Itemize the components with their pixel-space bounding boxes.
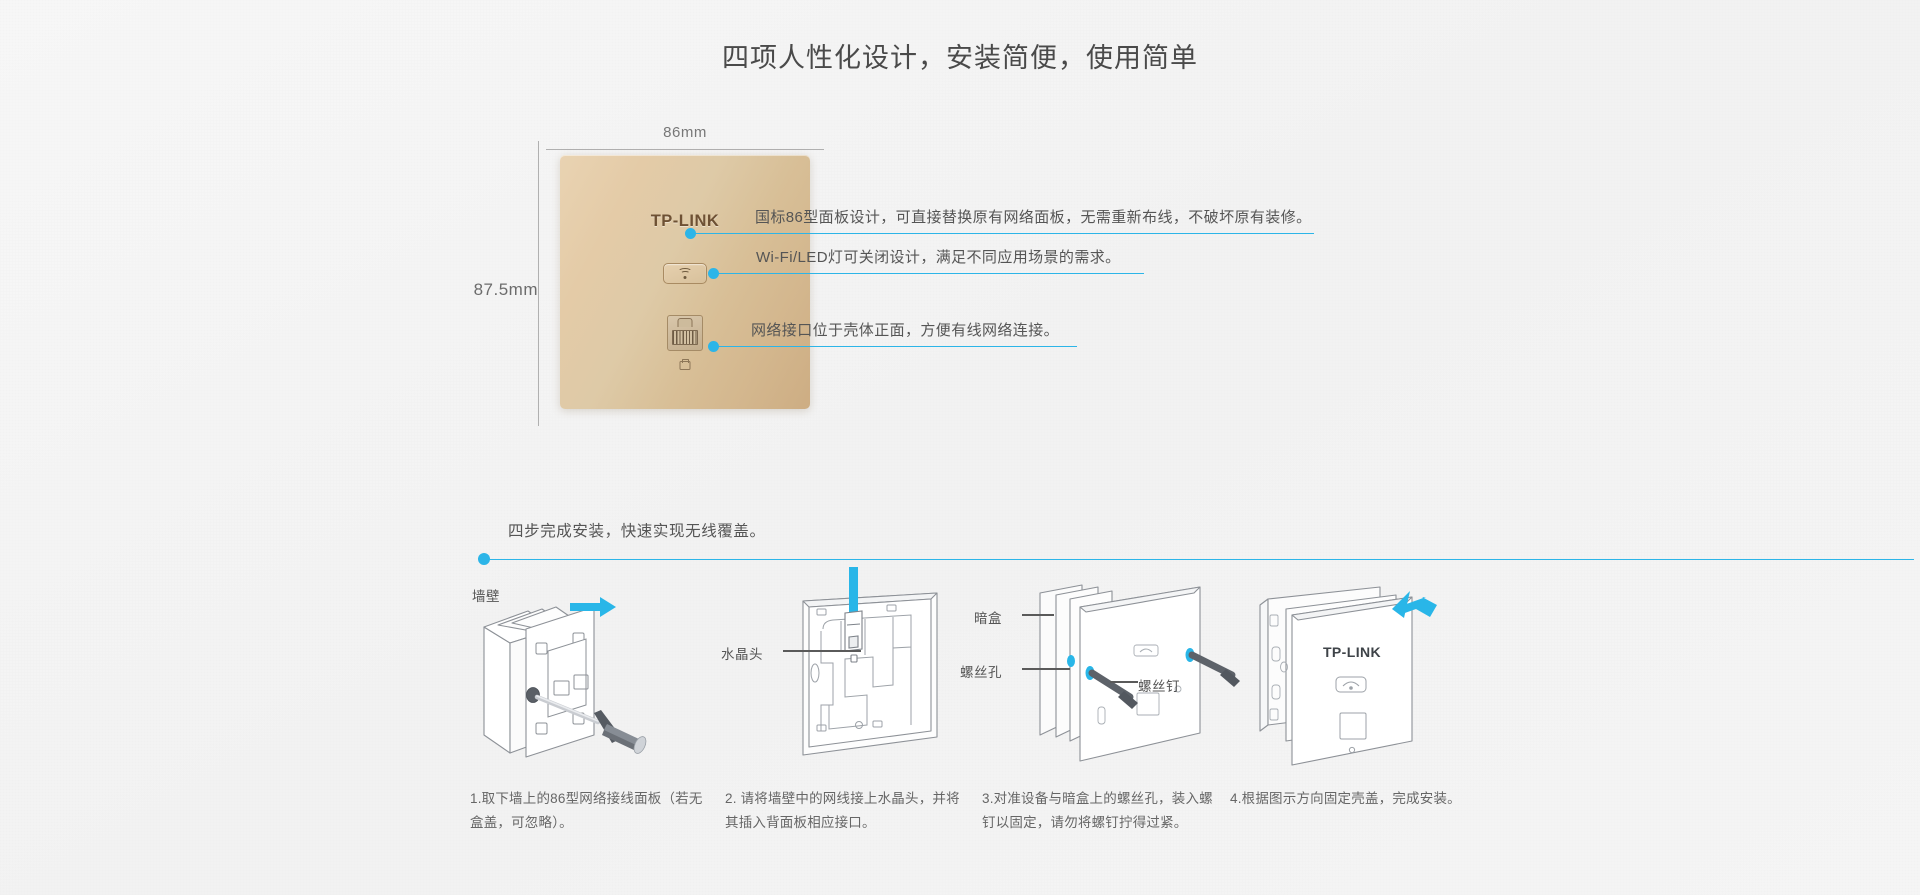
step-3-drawing (1039, 584, 1240, 762)
ap-panel-front: TP-LINK (560, 155, 810, 409)
wifi-icon (678, 268, 693, 279)
step-3-caption: 3.对准设备与暗盒上的螺丝孔，装入螺钉以固定，请勿将螺钉拧得过紧。 (982, 791, 1213, 830)
rj45-marking-icon (679, 361, 691, 370)
step-3-leader-screw-hole (1022, 668, 1070, 670)
step-2-leader-line (783, 650, 861, 652)
step-2-caption: 2. 请将墙壁中的网线接上水晶头，并将其插入背面板相应接口。 (725, 791, 960, 830)
step-3-leader-screw (1110, 681, 1138, 683)
dimension-width-label: 86mm (663, 124, 707, 141)
step-4-drawing: TP-LINK (1259, 586, 1437, 766)
step-1-illustration: 墙壁 (470, 585, 770, 775)
header-rule (484, 558, 1914, 560)
install-step-1: 墙壁 (470, 585, 770, 830)
step-3-label-junction-box: 暗盒 (974, 611, 1002, 626)
direction-arrow-icon (570, 597, 616, 617)
step-1-drawing (483, 597, 647, 758)
step-3-label-screw: 螺丝钉 (1138, 679, 1180, 694)
install-step-2: 水晶头 (721, 567, 1025, 830)
step-4-illustration: TP-LINK (1230, 585, 1530, 775)
tp-link-logo: TP-LINK (650, 212, 720, 230)
step-1-caption: 1.取下墙上的86型网络接线面板（若无盒盖，可忽略）。 (470, 791, 703, 830)
screwdriver-icon (534, 694, 647, 754)
rj45-crystal-head-icon (844, 610, 863, 663)
step-3-illustration: 暗盒 螺丝孔 螺丝钉 (960, 584, 1282, 775)
wifi-led-button[interactable] (663, 263, 707, 284)
step-1-label-wall: 墙壁 (472, 589, 500, 604)
rj45-port-icon (667, 315, 703, 351)
step-3-label-screw-hole: 螺丝孔 (960, 665, 1002, 680)
device-showcase: 86mm 87.5mm TP-LINK 国标86型面板设计，可直接替换原有网络面… (474, 124, 1314, 426)
step-2-illustration: 水晶头 (721, 567, 1025, 775)
ethernet-cable-icon (849, 567, 858, 613)
dimension-height-label: 87.5mm (473, 280, 538, 299)
install-step-4: TP-LINK 4.根据图示方向固定壳盖，完成安装。 (1230, 585, 1530, 806)
page-title: 四项人性化设计，安装简便，使用简单 (722, 43, 1198, 73)
step-4-brand: TP-LINK (1323, 644, 1381, 660)
install-step-3: 暗盒 螺丝孔 螺丝钉 (960, 584, 1282, 830)
dimension-height-line (538, 141, 539, 426)
step-2-label-crystal-head: 水晶头 (721, 647, 763, 662)
direction-arrow-icon (1392, 591, 1437, 618)
dimension-width-line (546, 149, 824, 150)
step-4-caption: 4.根据图示方向固定壳盖，完成安装。 (1230, 791, 1461, 806)
step-2-drawing (802, 567, 938, 756)
screw-icon (1088, 651, 1240, 709)
step-3-leader-junction-box (1022, 614, 1054, 616)
